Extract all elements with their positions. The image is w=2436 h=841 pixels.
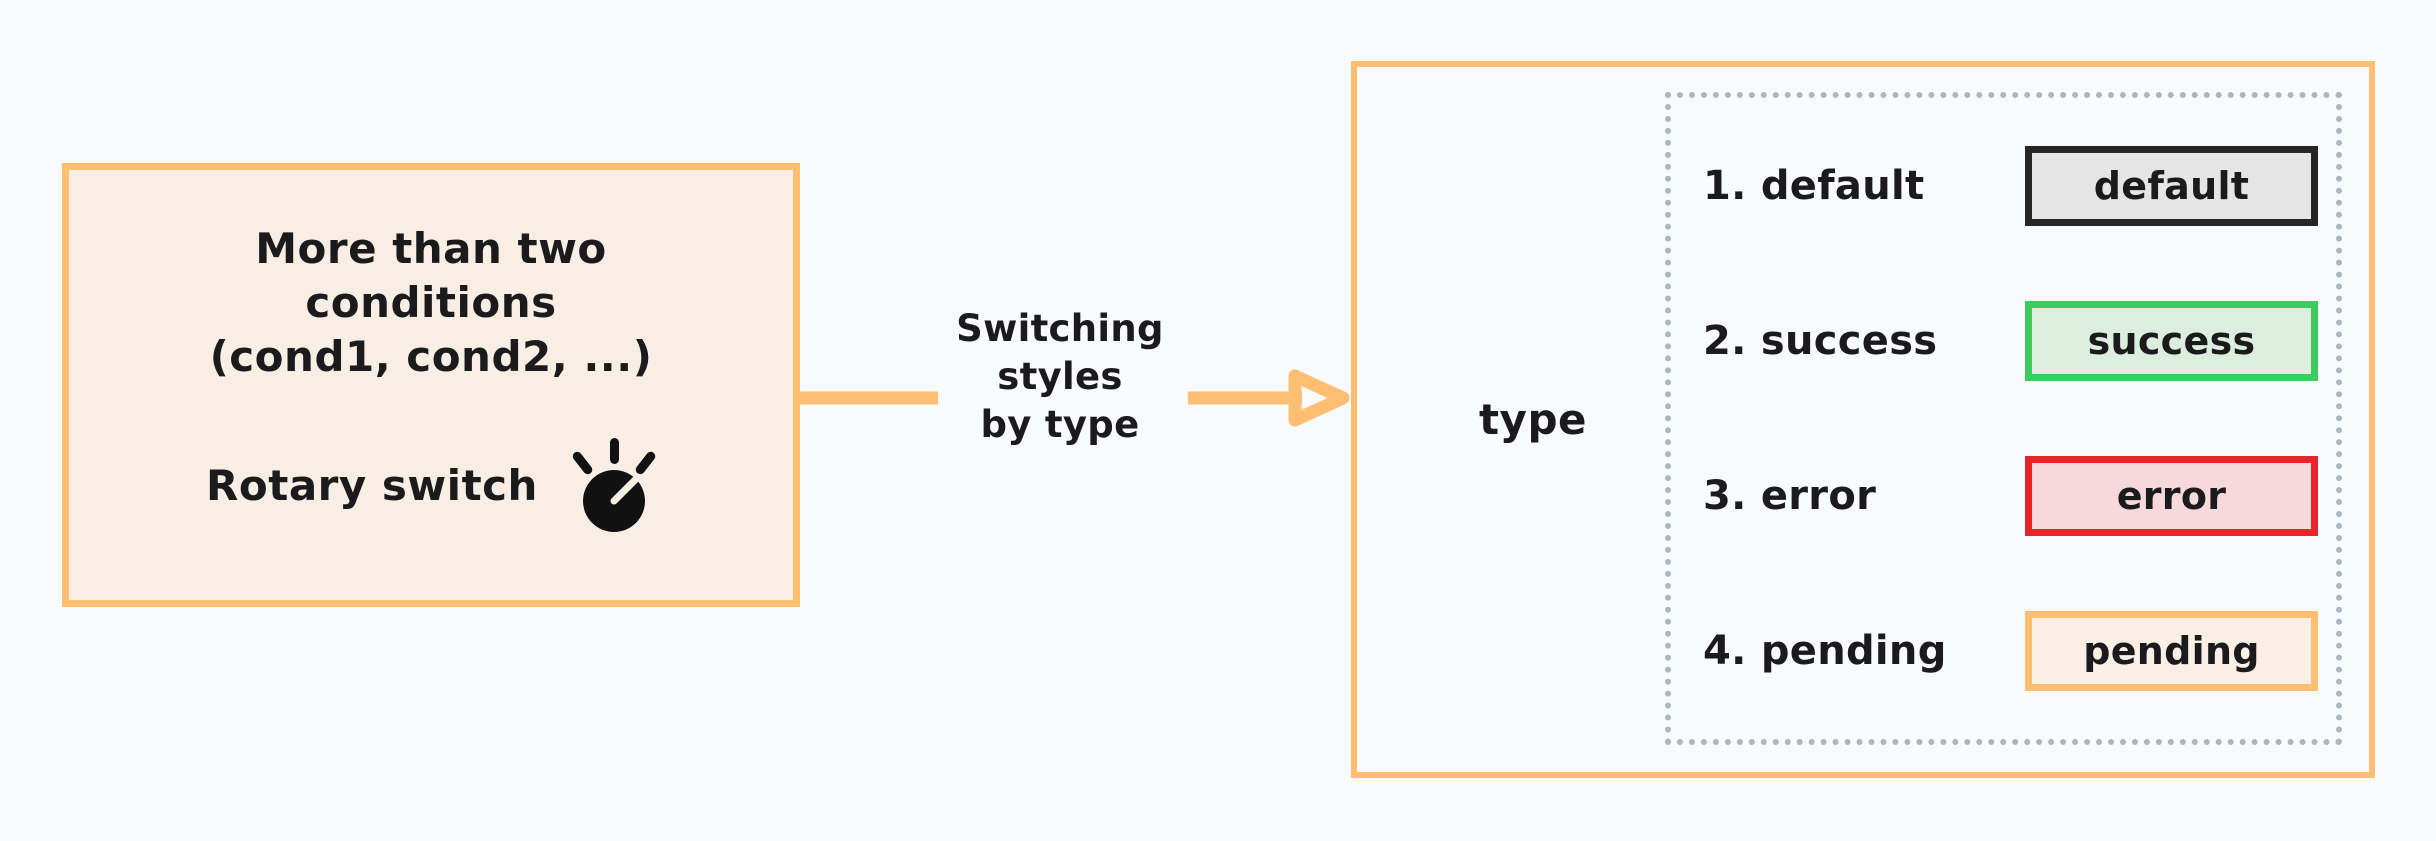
type-group-label: type (1478, 395, 1587, 444)
type-row-label: 4. pending (1703, 628, 1947, 675)
status-badge-default: default (2025, 145, 2318, 226)
status-badge-success: success (2025, 300, 2318, 381)
status-badge-pending: pending (2025, 611, 2318, 692)
type-row-success[interactable]: 2. success success (1671, 263, 2336, 418)
status-badge-error: error (2025, 456, 2318, 537)
condition-card: More than two conditions (cond1, cond2, … (62, 163, 800, 607)
type-row-pending[interactable]: 4. pending pending (1671, 574, 2336, 729)
rotary-switch-label: Rotary switch (206, 461, 538, 511)
type-row-label: 1. default (1703, 162, 1925, 209)
type-row-label: 3. error (1703, 473, 1877, 520)
type-row-label: 2. success (1703, 317, 1938, 364)
condition-card-title: More than two conditions (cond1, cond2, … (209, 224, 653, 381)
type-row-error[interactable]: 3. error error (1671, 419, 2336, 574)
connector-label: Switching styles by type (956, 307, 1164, 447)
rotary-switch-icon (572, 437, 656, 532)
type-options-group: 1. default default 2. success success 3.… (1665, 92, 2342, 745)
flow-connector (793, 369, 1350, 427)
rotary-switch-row: Rotary switch (206, 437, 656, 534)
type-panel: type 1. default default 2. success succe… (1351, 61, 2375, 778)
type-row-default[interactable]: 1. default default (1671, 108, 2336, 263)
